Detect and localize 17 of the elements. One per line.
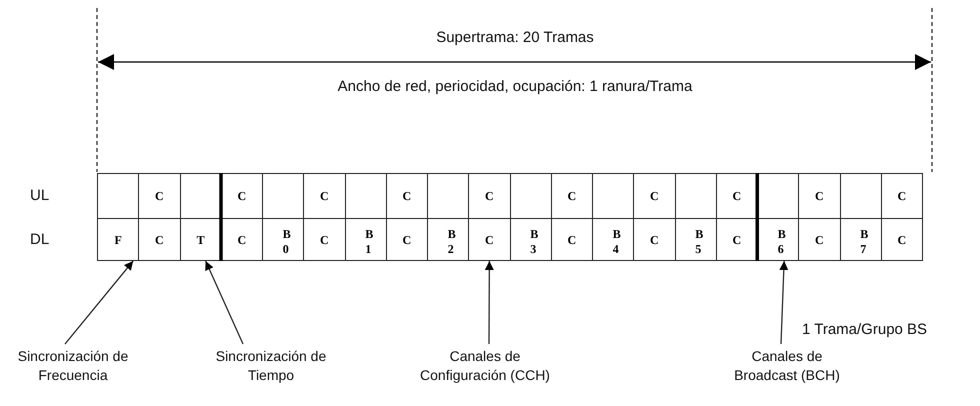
arrow — [64, 260, 134, 344]
slot-cell: C — [880, 218, 923, 261]
slot-cell — [97, 173, 140, 219]
slot-cell: C — [880, 173, 923, 219]
annotation-text: Sincronización de Frecuencia — [12, 347, 134, 387]
annotation-text: Canales de Configuración (CCH) — [420, 347, 550, 387]
row-label: DL — [30, 230, 50, 249]
slot-cell: F — [97, 218, 140, 261]
note-text: 1 Trama/Grupo BS — [802, 320, 928, 339]
row-label: UL — [30, 186, 50, 205]
dimension-label: Supertrama: 20 Tramas — [436, 28, 594, 47]
arrow — [779, 260, 788, 344]
dimension-label: Ancho de red, periocidad, ocupación: 1 ranura/Trama — [338, 77, 692, 96]
annotation-text: Sincronización de Tiempo — [210, 347, 332, 387]
arrow — [205, 260, 244, 344]
annotation-text: Canales de Broadcast (BCH) — [722, 347, 852, 387]
arrow — [484, 261, 494, 344]
